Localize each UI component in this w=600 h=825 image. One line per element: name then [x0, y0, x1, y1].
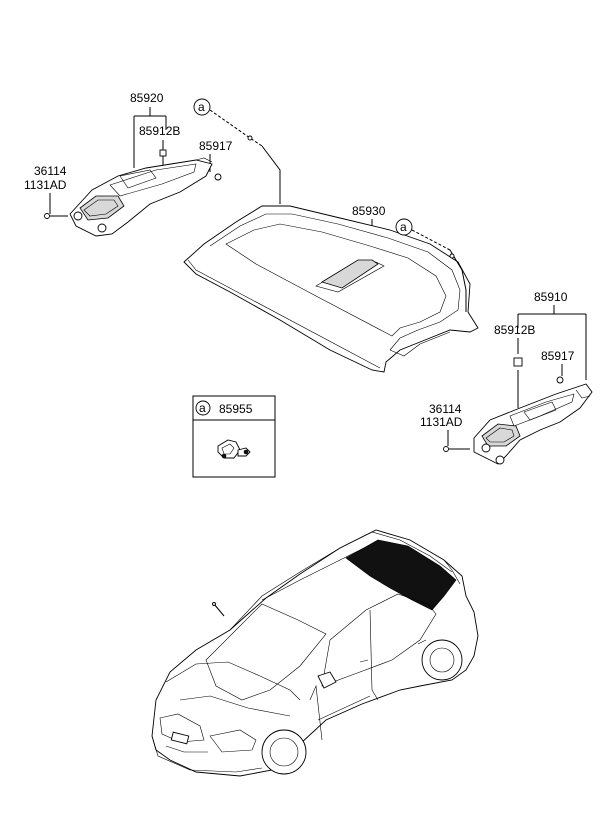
- cap-85917-right: [556, 376, 564, 384]
- label-85955: 85955: [219, 402, 253, 416]
- inset-marker-text: a: [199, 401, 206, 415]
- leader-85910: [517, 305, 587, 380]
- leader-85920: [133, 107, 167, 168]
- clip-85955-part: [217, 439, 251, 459]
- callout-a-right-dashes: [411, 229, 451, 251]
- callout-a-right-cable: [449, 249, 467, 312]
- label-85920: 85920: [130, 91, 164, 105]
- label-85930: 85930: [352, 204, 386, 218]
- left-side-trim-group: 85920 85912B 85917 36114 1131AD: [24, 91, 233, 237]
- package-tray-85930: 85930: [183, 204, 479, 373]
- label-36114-right: 36114: [429, 402, 462, 416]
- right-side-trim-panel: [473, 383, 593, 465]
- callout-a-left-cable: [261, 145, 281, 204]
- callout-a-left: a: [193, 98, 281, 204]
- label-85912b-left: 85912B: [139, 124, 180, 138]
- label-1131ad-right: 1131AD: [420, 415, 463, 429]
- label-85912b-right: 85912B: [494, 323, 535, 337]
- screw-right: [443, 446, 470, 452]
- label-1131ad-left: 1131AD: [24, 178, 67, 192]
- label-85917-right: 85917: [541, 349, 575, 363]
- callout-a-right: a: [395, 218, 467, 312]
- roof-glass-dark: [345, 539, 457, 611]
- clip-85912b-left: [159, 149, 167, 157]
- callout-a-right-text: a: [400, 220, 407, 234]
- left-side-trim-panel: [69, 157, 213, 237]
- callout-a-left-text: a: [198, 100, 205, 114]
- inset-marker-circle: [195, 400, 211, 416]
- screw-left: [44, 213, 68, 219]
- cap-85917-left: [214, 173, 222, 181]
- inset-box-85955: a 85955: [192, 395, 276, 478]
- right-side-trim-group: 85910 85912B 85917 36114 1131AD: [420, 290, 593, 465]
- label-85917-left: 85917: [199, 139, 233, 153]
- clip-85912b-right: [513, 357, 523, 367]
- inset-frame: [192, 395, 276, 478]
- label-85910: 85910: [534, 290, 568, 304]
- label-36114-left: 36114: [34, 164, 67, 178]
- vehicle-illustration: [151, 529, 479, 777]
- callout-a-left-dashes: [209, 109, 263, 147]
